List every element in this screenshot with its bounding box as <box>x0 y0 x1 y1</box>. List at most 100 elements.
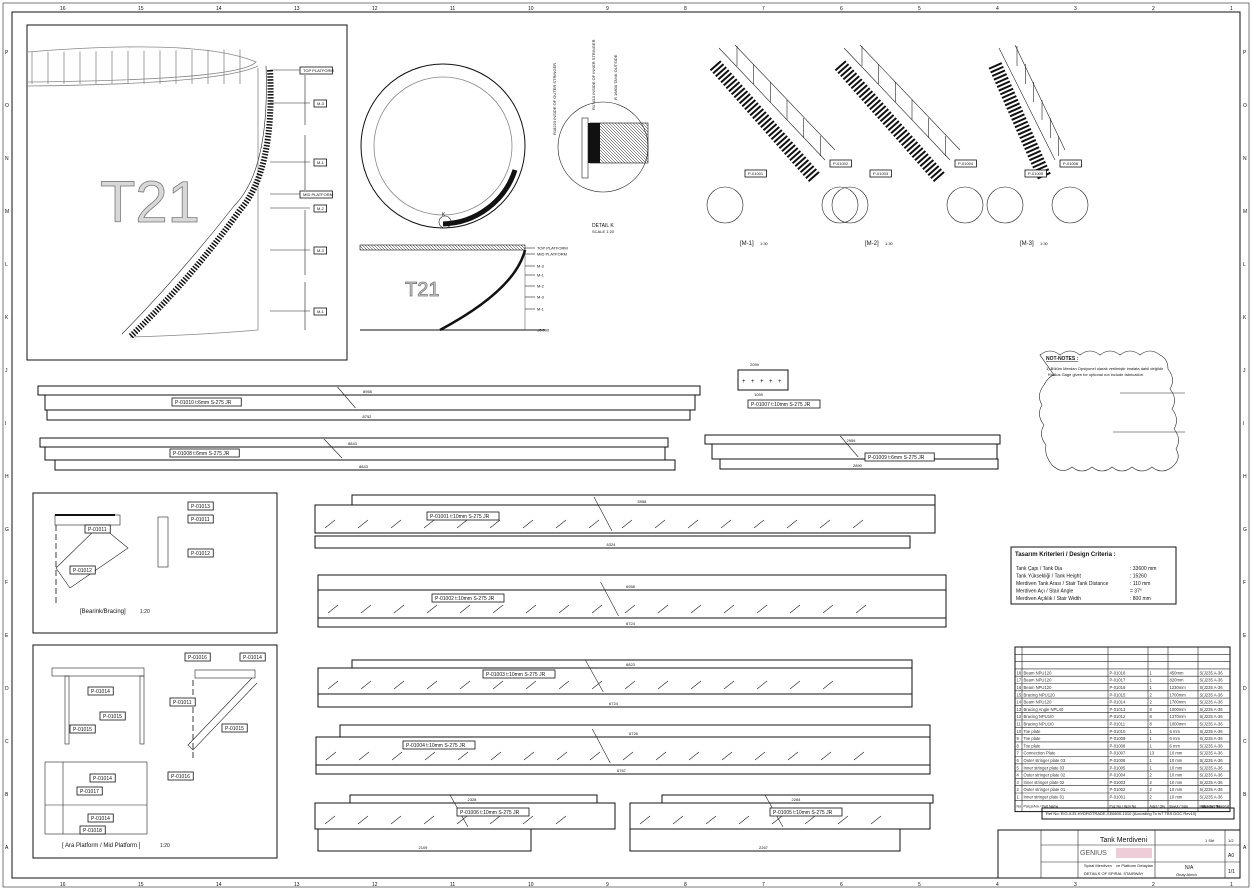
plate-label-box <box>456 807 530 817</box>
hole-dimension-mark <box>588 519 600 529</box>
bracing-view-title: [Bearink/Bracing] <box>80 609 126 615</box>
row-ref-left: H <box>5 474 9 480</box>
row-ref-left: K <box>5 315 9 321</box>
hole-dimension-mark <box>423 815 435 825</box>
column-ref-top: 10 <box>528 6 534 12</box>
table-cell: S(J235 A-36 <box>1200 722 1224 727</box>
hole-dimension-mark <box>705 815 717 825</box>
hole-dimension-mark <box>754 751 766 761</box>
plate-dim-top: 6726 <box>629 731 639 736</box>
hole-dimension-mark <box>870 815 882 825</box>
stair-detail-circle <box>821 186 859 224</box>
angle-dimension-mark <box>592 728 611 764</box>
connection-plate-dim-a: 2059 <box>750 362 760 367</box>
notes-line-2: Radius Gage given for optional not inclu… <box>1048 372 1143 377</box>
column-ref-top: 2 <box>1152 6 1155 12</box>
hole-dimension-mark <box>753 519 765 529</box>
table-cell: 1230mm <box>1170 685 1187 690</box>
hole-dimension-mark <box>459 604 471 614</box>
hole-dimension-mark <box>853 751 865 761</box>
revision: A0 <box>1228 853 1234 859</box>
plate-dim-top: 6823 <box>626 662 636 667</box>
row-ref-right: D <box>1243 686 1247 692</box>
plate-dim-bottom: 2109 <box>419 845 429 850</box>
hole-dimension-mark <box>786 519 798 529</box>
plate-bottom-strip <box>314 535 911 549</box>
plate-bottom-strip <box>629 828 901 852</box>
bracing-diagonal <box>55 524 129 589</box>
column-ref-bottom: 9 <box>606 882 609 888</box>
hole-dimension-mark <box>327 680 339 690</box>
elevation-roof <box>359 244 526 251</box>
hole-dimension-mark <box>721 751 733 761</box>
row-ref-left: O <box>5 103 9 109</box>
hole-dimension-mark <box>624 604 636 614</box>
hole-dimension-mark <box>555 519 567 529</box>
table-cell: 2 <box>1150 787 1153 792</box>
detail-k-dim-inner: R17410 INSIDE OF INNER STRINGER <box>591 39 596 110</box>
platform-side-brace <box>187 677 258 751</box>
row-ref-right: F <box>1243 580 1246 586</box>
stair-part-label-box <box>1059 159 1082 168</box>
stair-view-title: [M-1] <box>740 241 754 247</box>
hole-dimension-mark <box>393 680 405 690</box>
platform-part-label-box <box>221 723 248 733</box>
level-label: M-1 <box>537 273 545 278</box>
plate-bottom-strip <box>317 693 913 708</box>
stair-detail-circle <box>986 186 1024 224</box>
table-cell: Inner stringer plate 03 <box>1024 765 1065 770</box>
approval-stamp <box>1116 848 1152 858</box>
table-footer-cell: No <box>1017 804 1022 808</box>
table-cell: 10 mm <box>1170 758 1183 763</box>
platform-part-label-box <box>87 813 114 823</box>
table-cell: P-01015 <box>1110 692 1127 697</box>
hole-dimension-mark <box>358 751 370 761</box>
hole-dimension-mark <box>589 751 601 761</box>
table-cell: 11 <box>1017 722 1022 727</box>
plate-label-box <box>769 807 843 817</box>
column-ref-bottom: 10 <box>528 882 534 888</box>
hole-dimension-mark <box>723 680 735 690</box>
table-cell: 1 <box>1150 765 1153 770</box>
bracing-side-post <box>157 516 169 568</box>
platform-left-leg <box>64 675 70 745</box>
platform-part-label-box <box>169 697 196 707</box>
hole-dimension-mark <box>360 680 372 690</box>
table-cell: S(J235 A-36 <box>1200 707 1224 712</box>
table-cell: 10 mm <box>1170 787 1183 792</box>
plate-label-box <box>482 669 556 679</box>
table-cell: 8 <box>1150 722 1153 727</box>
table-cell: 5 <box>1017 765 1020 770</box>
table-cell: Bracing NPU120 <box>1024 692 1056 697</box>
platform-part-label: P-01016 <box>188 655 207 661</box>
criteria-label: Merdiven Açı / Stair Angle <box>1016 589 1073 595</box>
hole-dimension-mark <box>624 680 636 690</box>
hole-dimension-mark <box>459 680 471 690</box>
plate-dim-top: 5958 <box>638 499 648 504</box>
hole-dimension-mark <box>738 815 750 825</box>
column-ref-bottom: 6 <box>840 882 843 888</box>
stair-part-label: P-01004 <box>958 161 974 166</box>
criteria-value: = 37° <box>1130 589 1142 595</box>
criteria-label: Merdiven Açıklık / Stair Width <box>1016 596 1081 602</box>
row-ref-left: N <box>5 156 9 162</box>
table-footer-cell: Parça Adı / Part Name <box>1024 804 1059 808</box>
plate-dim-top: 2328 <box>468 797 478 802</box>
row-ref-left: J <box>5 368 8 374</box>
plate-body <box>317 667 913 695</box>
column-ref-top: 16 <box>60 6 66 12</box>
stair-view-scale: 1:30 <box>760 241 769 246</box>
plate-dim-bottom: 6724 <box>609 701 619 706</box>
hole-dimension-mark <box>855 604 867 614</box>
hole-dimension-mark <box>837 815 849 825</box>
drawing-title: Tank Merdiveni <box>1100 837 1148 844</box>
company-logo-text: GENIUS <box>1080 850 1107 857</box>
platform-part-label-box <box>184 652 211 662</box>
row-ref-right: G <box>1243 527 1247 533</box>
table-cell: 1 <box>1150 729 1153 734</box>
